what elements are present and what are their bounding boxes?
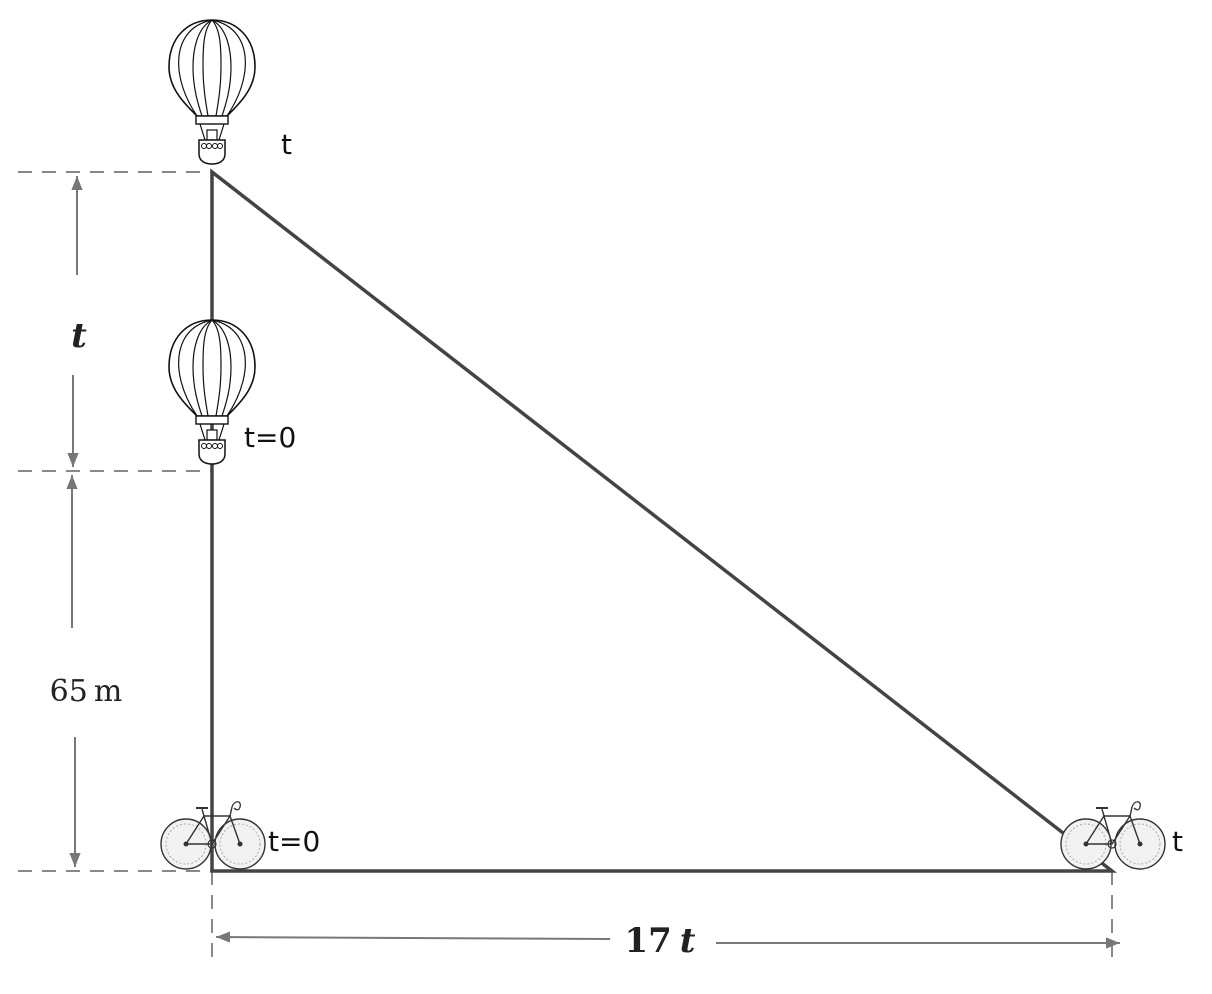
hot-air-balloon-icon bbox=[168, 319, 256, 465]
bike-start-time-label: t=0 bbox=[268, 825, 320, 858]
hot-air-balloon-icon bbox=[168, 19, 256, 165]
distance-arrow-left bbox=[215, 931, 611, 943]
bike-end-time-label: t bbox=[1172, 825, 1183, 858]
balloon-start-time-label: t=0 bbox=[244, 421, 296, 454]
balloon-top-time-label: t bbox=[281, 128, 292, 161]
height-value: 65 bbox=[50, 674, 88, 709]
height-unit: m bbox=[94, 674, 122, 709]
rise-label: t bbox=[71, 316, 87, 356]
distance-coef: 17 bbox=[624, 921, 671, 961]
distance-var: t bbox=[680, 921, 696, 961]
bicycle-icon bbox=[1060, 800, 1166, 870]
right-triangle bbox=[210, 168, 1118, 873]
